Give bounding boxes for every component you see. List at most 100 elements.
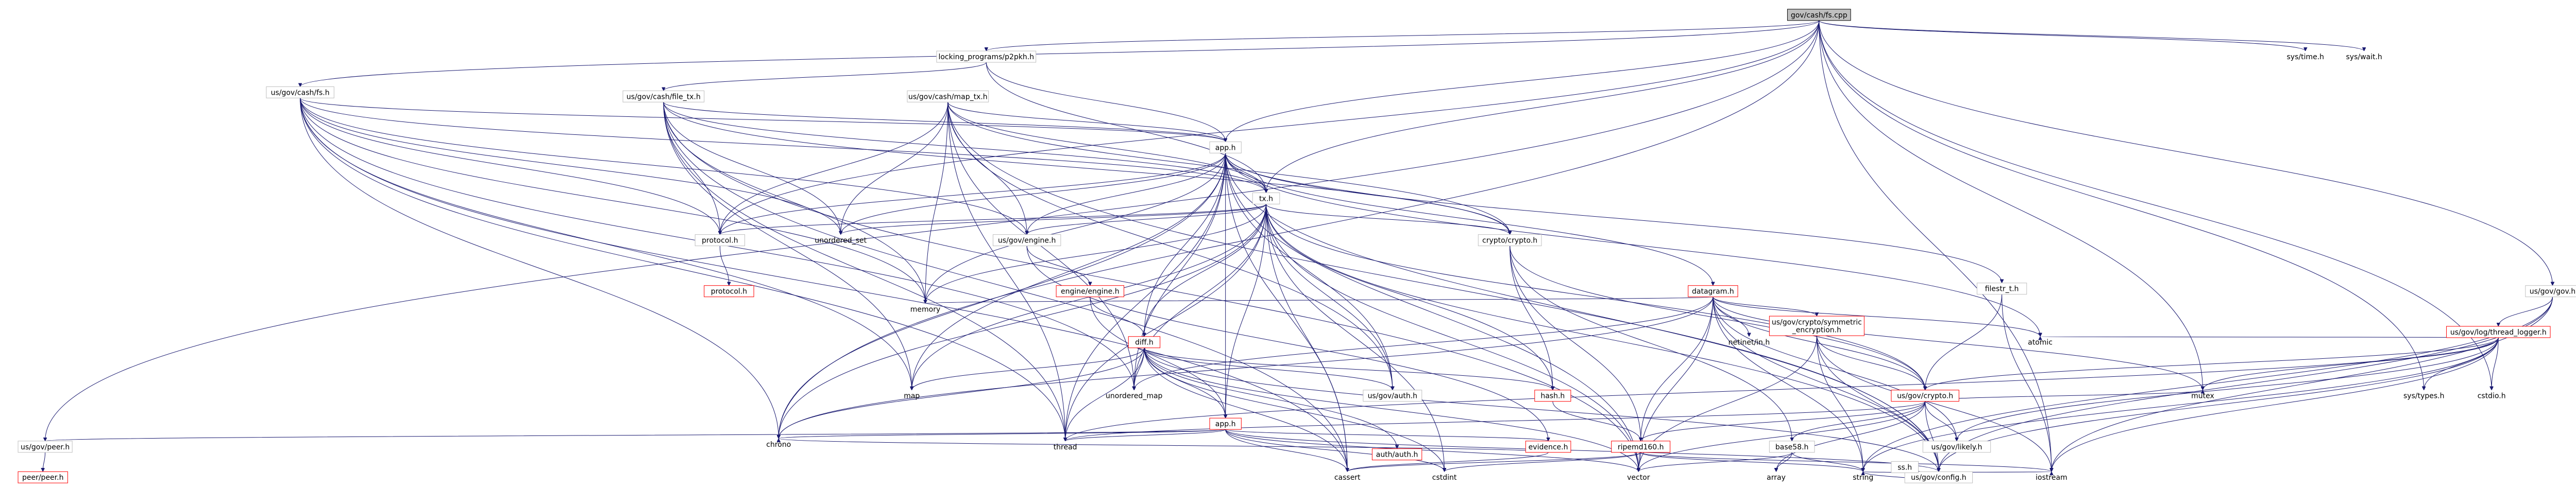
edge-datagram-to-mutex [1713, 297, 2203, 390]
node-box-diffh[interactable] [1128, 336, 1161, 348]
node-authauth[interactable]: auth/auth.h [1371, 448, 1422, 461]
node-symenc[interactable]: us/gov/crypto/symmetric_encryption.h [1769, 316, 1865, 336]
node-appred[interactable]: app.h [1209, 417, 1242, 430]
edge-tx-to-authh [1266, 204, 1393, 390]
node-box-peerpeer[interactable] [18, 471, 68, 483]
node-label-array: array [1767, 474, 1786, 482]
edge-engineengine-to-diffh [1090, 297, 1144, 337]
edge-app-to-memory [925, 153, 1226, 303]
node-box-authauth[interactable] [1371, 448, 1422, 461]
edge-tx-to-cassert [1266, 204, 1348, 472]
node-box-peerh[interactable] [18, 441, 73, 453]
edge-tx-to-cstdint [1266, 204, 1445, 472]
edge-root-to-systypes [1819, 20, 2424, 390]
node-box-ssh[interactable] [1891, 461, 1919, 473]
node-box-filetx[interactable] [622, 90, 705, 102]
node-base58[interactable]: base58.h [1769, 441, 1815, 453]
node-label-base58: base58.h [1775, 443, 1809, 451]
node-box-protocolh[interactable] [704, 285, 754, 298]
node-label-hashh: hash.h [1540, 392, 1565, 400]
node-label-peerh: us/gov/peer.h [21, 443, 70, 451]
node-box-engineh[interactable] [992, 234, 1061, 247]
node-engineengine[interactable]: engine/engine.h [1056, 285, 1125, 298]
edge-tx-to-appred [1226, 204, 1266, 418]
node-box-cryptoredh[interactable] [1891, 390, 1959, 402]
node-box-locking[interactable] [936, 50, 1037, 63]
node-datagram[interactable]: datagram.h [1688, 285, 1738, 298]
node-box-config[interactable] [1904, 471, 1973, 483]
node-box-likely[interactable] [1922, 441, 1991, 453]
node-box-cryptoh[interactable] [1478, 234, 1542, 247]
node-box-hashh[interactable] [1534, 390, 1571, 402]
node-box-datagram[interactable] [1688, 285, 1738, 298]
node-hashh[interactable]: hash.h [1534, 390, 1571, 402]
node-evidence[interactable]: evidence.h [1525, 441, 1571, 453]
node-box-appred[interactable] [1209, 417, 1242, 430]
node-label-engineh: us/gov/engine.h [998, 237, 1056, 245]
edge-maptx-to-engineh [947, 102, 1027, 234]
node-box-filestr[interactable] [1976, 283, 2027, 295]
node-maptx[interactable]: us/gov/cash/map_tx.h [907, 90, 989, 102]
edge-tx-to-unordmap [1134, 204, 1266, 390]
node-threadlogger[interactable]: us/gov/log/thread_logger.h [2446, 326, 2551, 338]
node-filestr[interactable]: filestr_t.h [1976, 283, 2027, 295]
node-config[interactable]: us/gov/config.h [1904, 471, 1973, 483]
node-box-engineengine[interactable] [1056, 285, 1125, 298]
node-box-symenc[interactable] [1769, 316, 1865, 336]
node-box-app[interactable] [1209, 141, 1242, 153]
node-box-fsh[interactable] [266, 86, 334, 98]
edge-tx-to-cryptoh [1266, 204, 1510, 235]
edge-cryptoh-to-ripemd [1510, 246, 1641, 441]
edge-protocol-to-protocolh [719, 246, 729, 286]
edge-appred-to-vector [1225, 429, 1639, 472]
node-box-authh[interactable] [1363, 390, 1422, 402]
node-box-maptx[interactable] [907, 90, 989, 102]
node-label-chrono: chrono [766, 441, 791, 449]
node-label-protocol: protocol.h [702, 237, 738, 245]
node-box-evidence[interactable] [1525, 441, 1571, 453]
node-peerpeer[interactable]: peer/peer.h [18, 471, 68, 483]
node-box-ripemd[interactable] [1611, 441, 1671, 453]
node-box-tx[interactable] [1252, 192, 1280, 204]
node-ripemd[interactable]: ripemd160.h [1611, 441, 1671, 453]
edge-fsh-to-engineh [300, 98, 1027, 234]
node-locking[interactable]: locking_programs/p2pkh.h [936, 50, 1037, 63]
node-label-fsh: us/gov/cash/fs.h [271, 89, 330, 97]
node-box-base58[interactable] [1769, 441, 1815, 453]
node-engineh[interactable]: us/gov/engine.h [992, 234, 1061, 247]
node-likely[interactable]: us/gov/likely.h [1922, 441, 1991, 453]
node-protocolh[interactable]: protocol.h [704, 285, 754, 298]
node-app[interactable]: app.h [1209, 141, 1242, 153]
node-label-symenc: us/gov/crypto/symmetric [1772, 319, 1862, 327]
node-syswait: sys/wait.h [2346, 53, 2382, 61]
edge-symenc-to-iostream [1816, 336, 2052, 472]
node-label-locking: locking_programs/p2pkh.h [938, 53, 1034, 61]
node-filetx[interactable]: us/gov/cash/file_tx.h [622, 90, 705, 102]
edge-base58-to-array [1776, 452, 1792, 472]
node-fsh[interactable]: us/gov/cash/fs.h [266, 86, 334, 98]
node-authh[interactable]: us/gov/auth.h [1363, 390, 1422, 402]
node-peerh[interactable]: us/gov/peer.h [18, 441, 73, 453]
node-box-protocol[interactable] [694, 234, 745, 247]
node-box-govh[interactable] [2525, 285, 2576, 298]
node-govh[interactable]: us/gov/gov.h [2525, 285, 2576, 298]
node-protocol[interactable]: protocol.h [694, 234, 745, 247]
edge-filetx-to-memory [663, 102, 925, 303]
node-cryptoh[interactable]: crypto/crypto.h [1478, 234, 1542, 247]
edge-symenc-to-string [1816, 336, 1863, 472]
node-label-string: string [1853, 474, 1873, 482]
node-box-threadlogger[interactable] [2446, 326, 2551, 338]
edge-maptx-to-memory [925, 102, 948, 303]
node-ssh[interactable]: ss.h [1891, 461, 1919, 473]
edge-tx-to-unordset [841, 203, 1266, 235]
node-cryptoredh[interactable]: us/gov/crypto.h [1891, 390, 1959, 402]
edge-cryptoredh-to-vector [1638, 401, 1926, 472]
edge-tx-to-hashh [1266, 204, 1553, 390]
edge-filetx-to-vector [663, 102, 1638, 472]
edge-root-to-tx [1266, 20, 1820, 193]
edge-ripemd-to-cstdint [1445, 452, 1641, 472]
node-cstdio: cstdio.h [2478, 392, 2506, 400]
node-diffh[interactable]: diff.h [1128, 336, 1161, 348]
node-tx[interactable]: tx.h [1252, 192, 1280, 204]
node-label-map: map [904, 392, 920, 400]
